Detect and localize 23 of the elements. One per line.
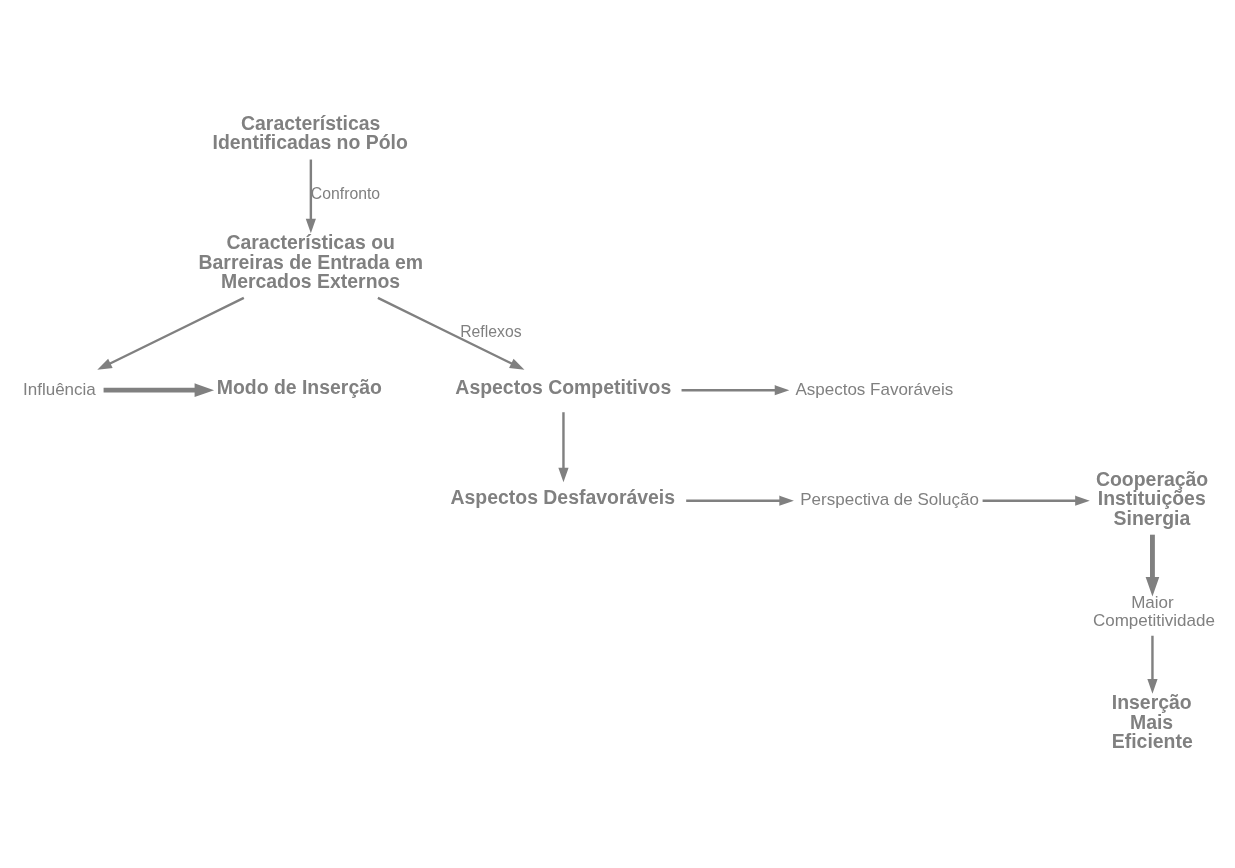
arrow [982, 495, 1090, 506]
arrow [97, 296, 245, 370]
edge-label: Confronto [310, 184, 381, 202]
node-text: Cooperação Instituições Sinergia [1095, 467, 1209, 529]
arrow [558, 411, 569, 482]
arrow [377, 296, 525, 370]
node-text: Influência [23, 379, 96, 399]
node-text: Aspectos Desfavoráveis [450, 485, 676, 508]
arrow [686, 495, 794, 506]
node-text: Características ou Barreiras de Entrada em Mercados Externos [198, 230, 424, 292]
arrow [681, 384, 790, 395]
node-text: Características Identificadas no Pólo [212, 111, 408, 153]
node-text: Perspectiva de Solução [800, 489, 979, 509]
node-text: Inserção Mais Eficiente [1111, 690, 1193, 752]
arrow [103, 382, 215, 397]
node-text: Modo de Inserção [216, 375, 382, 398]
arrow [1147, 635, 1158, 694]
node-text: Aspectos Favoráveis [795, 379, 954, 399]
node-text: Maior Competitividade [1092, 592, 1215, 630]
arrow [1145, 534, 1160, 596]
edge-label: Reflexos [460, 322, 522, 340]
node-text: Aspectos Competitivos [455, 375, 672, 398]
arrow [305, 159, 316, 233]
